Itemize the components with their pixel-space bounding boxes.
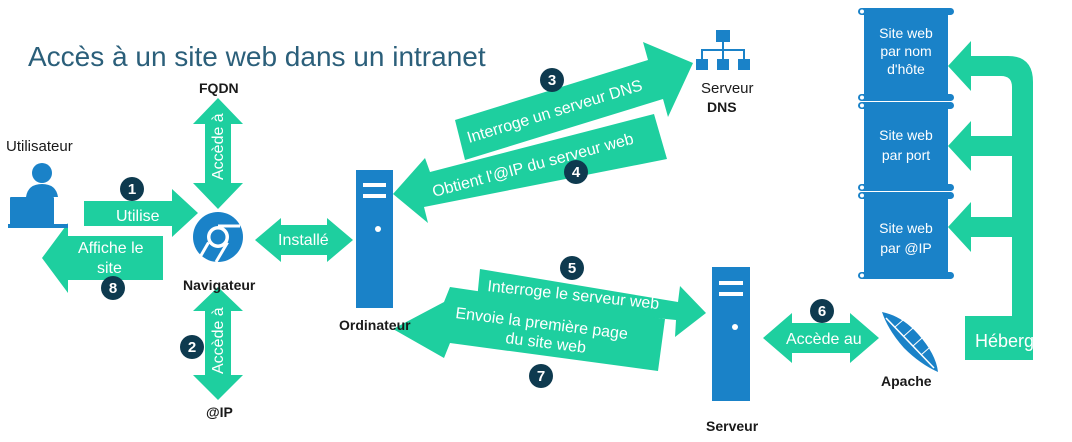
svg-text:1: 1 [128, 181, 136, 198]
arrow-dns-request [455, 42, 693, 160]
dns-network-icon [696, 30, 750, 70]
site-2-line-2: par port [882, 147, 930, 163]
site-1-line-1: Site web [879, 25, 933, 41]
badge-3: 3 [540, 68, 564, 92]
badge-2: 2 [180, 335, 204, 359]
site-3-line-1: Site web [879, 220, 933, 236]
badge-7: 7 [529, 364, 553, 388]
arrow-web-request [477, 269, 706, 337]
site-3-line-2: par @IP [880, 240, 932, 256]
arrow-affiche [42, 223, 163, 293]
fqdn-label: FQDN [199, 80, 239, 96]
svg-text:4: 4 [572, 164, 581, 181]
user-icon [8, 163, 68, 228]
navigator-label: Navigateur [183, 277, 256, 293]
ip-label: @IP [206, 404, 233, 420]
diagram-title: Accès à un site web dans un intranet [28, 41, 486, 72]
label-accede-fqdn: Accède à [210, 113, 227, 180]
apache-label: Apache [881, 373, 932, 389]
site-2-line-1: Site web [879, 127, 933, 143]
server-tower-icon [712, 267, 750, 401]
user-label: Utilisateur [6, 138, 73, 155]
badge-1: 1 [120, 177, 144, 201]
site-1-line-3: d'hôte [887, 61, 925, 77]
arrow-heberge [948, 41, 1033, 360]
arrow-web-response [393, 287, 665, 371]
badge-6: 6 [810, 299, 834, 323]
arrow-utilise [84, 189, 198, 237]
computer-tower-icon [356, 170, 393, 308]
label-installe: Installé [278, 232, 329, 249]
label-utilise: Utilise [116, 208, 160, 225]
server-label: Serveur [706, 418, 759, 434]
site-scroll-1 [858, 8, 954, 101]
badge-4: 4 [564, 160, 588, 184]
dns-server-label-2: DNS [707, 99, 737, 115]
svg-text:7: 7 [537, 368, 545, 385]
computer-label: Ordinateur [339, 317, 411, 333]
label-affiche-2: site [97, 260, 122, 277]
svg-text:8: 8 [109, 280, 117, 297]
site-1-line-2: par nom [880, 43, 931, 59]
svg-text:5: 5 [568, 260, 576, 277]
apache-feather-icon [882, 312, 938, 372]
arrow-installe [255, 218, 353, 262]
site-scroll-2 [858, 102, 954, 191]
badge-8: 8 [101, 276, 125, 300]
browser-icon [193, 212, 243, 263]
badge-5: 5 [560, 256, 584, 280]
label-accede-au: Accède au [786, 331, 862, 348]
dns-server-label-1: Serveur [701, 80, 754, 97]
label-accede-ip: Accède à [210, 307, 227, 374]
site-scroll-3 [858, 192, 954, 279]
svg-text:3: 3 [548, 72, 556, 89]
svg-text:6: 6 [818, 303, 826, 320]
arrow-dns-response [393, 114, 667, 223]
label-heberge: Héberge [975, 331, 1044, 351]
label-affiche-1: Affiche le [78, 240, 144, 257]
arrow-accede-au [763, 313, 879, 363]
arrow-accede-fqdn [193, 98, 243, 209]
svg-text:2: 2 [188, 339, 196, 356]
arrow-accede-ip [193, 287, 243, 400]
